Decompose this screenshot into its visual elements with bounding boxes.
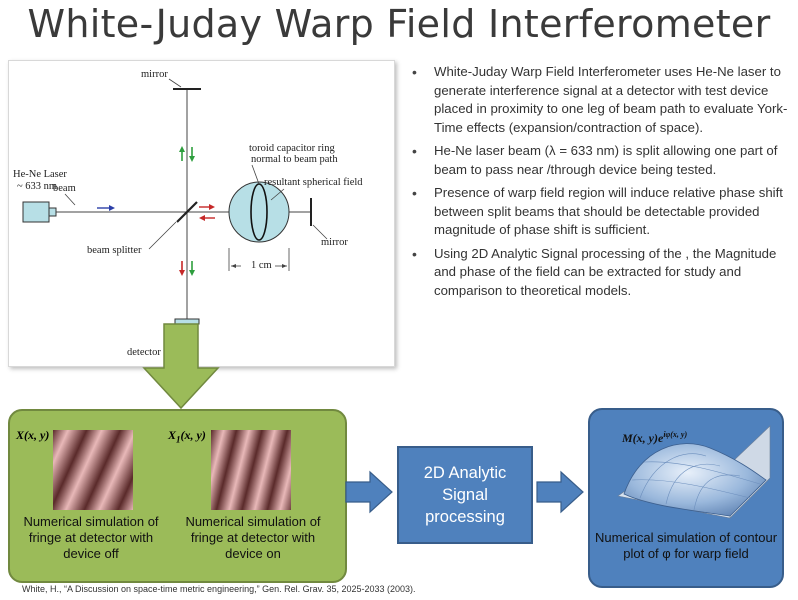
page-title: White-Juday Warp Field Interferometer — [27, 2, 771, 46]
green-arrowhead-up-top — [179, 146, 185, 152]
right-arrow-icon — [536, 470, 584, 514]
beam-pointer — [64, 193, 76, 206]
fringe-on-symbol: X1(x, y) — [168, 428, 206, 445]
bullet-item: Presence of warp field region will induc… — [412, 184, 792, 240]
label-spherical-field: resultant spherical field — [264, 177, 363, 188]
bullet-item: He-Ne laser beam (λ = 633 nm) is split a… — [412, 142, 792, 179]
scale-arrowhead-left — [231, 264, 236, 268]
footnote-reference: White, H., “A Discussion on space-time m… — [22, 584, 416, 594]
bullet-item: Using 2D Analytic Signal processing of t… — [412, 245, 792, 301]
fringe-off-pattern — [53, 430, 133, 510]
fringe-on-caption: Numerical simulation of fringe at detect… — [185, 514, 321, 561]
processing-label: 2D Analytic Signal processing — [423, 464, 507, 526]
label-wavelength: ~ 633 nm — [17, 181, 58, 192]
label-detector: detector — [127, 347, 161, 358]
scale-arrowhead-right — [282, 264, 287, 268]
result-caption: Numerical simulation of contour plot of … — [594, 530, 778, 561]
field-pointer — [270, 188, 285, 201]
surface-plot — [617, 425, 771, 519]
result-symbol: M(x, y)eiφ(x, y) — [622, 430, 688, 445]
label-laser: He-Ne Laser — [13, 169, 67, 180]
beam-splitter — [176, 201, 198, 223]
spherical-field — [228, 181, 290, 243]
fringe-off-caption: Numerical simulation of fringe at detect… — [23, 514, 159, 561]
fringe-off-symbol: X(x, y) — [16, 428, 50, 442]
red-arrowhead-down-bottom — [179, 270, 185, 276]
diagram-drawing — [22, 78, 328, 325]
label-mirror-right: mirror — [321, 237, 348, 248]
beam-splitter-pointer — [148, 221, 177, 250]
laser-body — [22, 201, 50, 223]
label-mirror-top: mirror — [141, 69, 168, 80]
mirror-right-pointer — [312, 224, 328, 240]
red-arrowhead-left — [199, 215, 205, 221]
laser-nozzle — [48, 207, 57, 217]
bullet-list: White-Juday Warp Field Interferometer us… — [412, 63, 792, 305]
label-beam: beam — [53, 183, 76, 194]
red-arrowhead-right — [209, 204, 215, 210]
label-toroid-2: normal to beam path — [251, 154, 338, 165]
beam-direction-arrowhead — [109, 205, 115, 211]
right-arrow-icon — [345, 470, 393, 514]
green-arrowhead-down-top — [189, 156, 195, 162]
processing-box: 2D Analytic Signal processing — [397, 446, 533, 544]
label-toroid-1: toroid capacitor ring — [249, 143, 335, 154]
mirror-top-pointer — [168, 78, 182, 88]
interferometer-diagram: mirror He-Ne Laser ~ 633 nm beam toroid … — [8, 60, 395, 367]
label-scale: 1 cm — [251, 260, 272, 271]
label-beam-splitter: beam splitter — [87, 245, 142, 256]
fringe-off-image — [53, 430, 133, 510]
toroid-pointer — [251, 164, 260, 185]
down-arrow-icon — [142, 323, 220, 410]
fringe-on-pattern — [211, 430, 291, 510]
green-arrowhead-down-bottom — [189, 270, 195, 276]
fringe-on-image — [211, 430, 291, 510]
bullet-item: White-Juday Warp Field Interferometer us… — [412, 63, 792, 137]
